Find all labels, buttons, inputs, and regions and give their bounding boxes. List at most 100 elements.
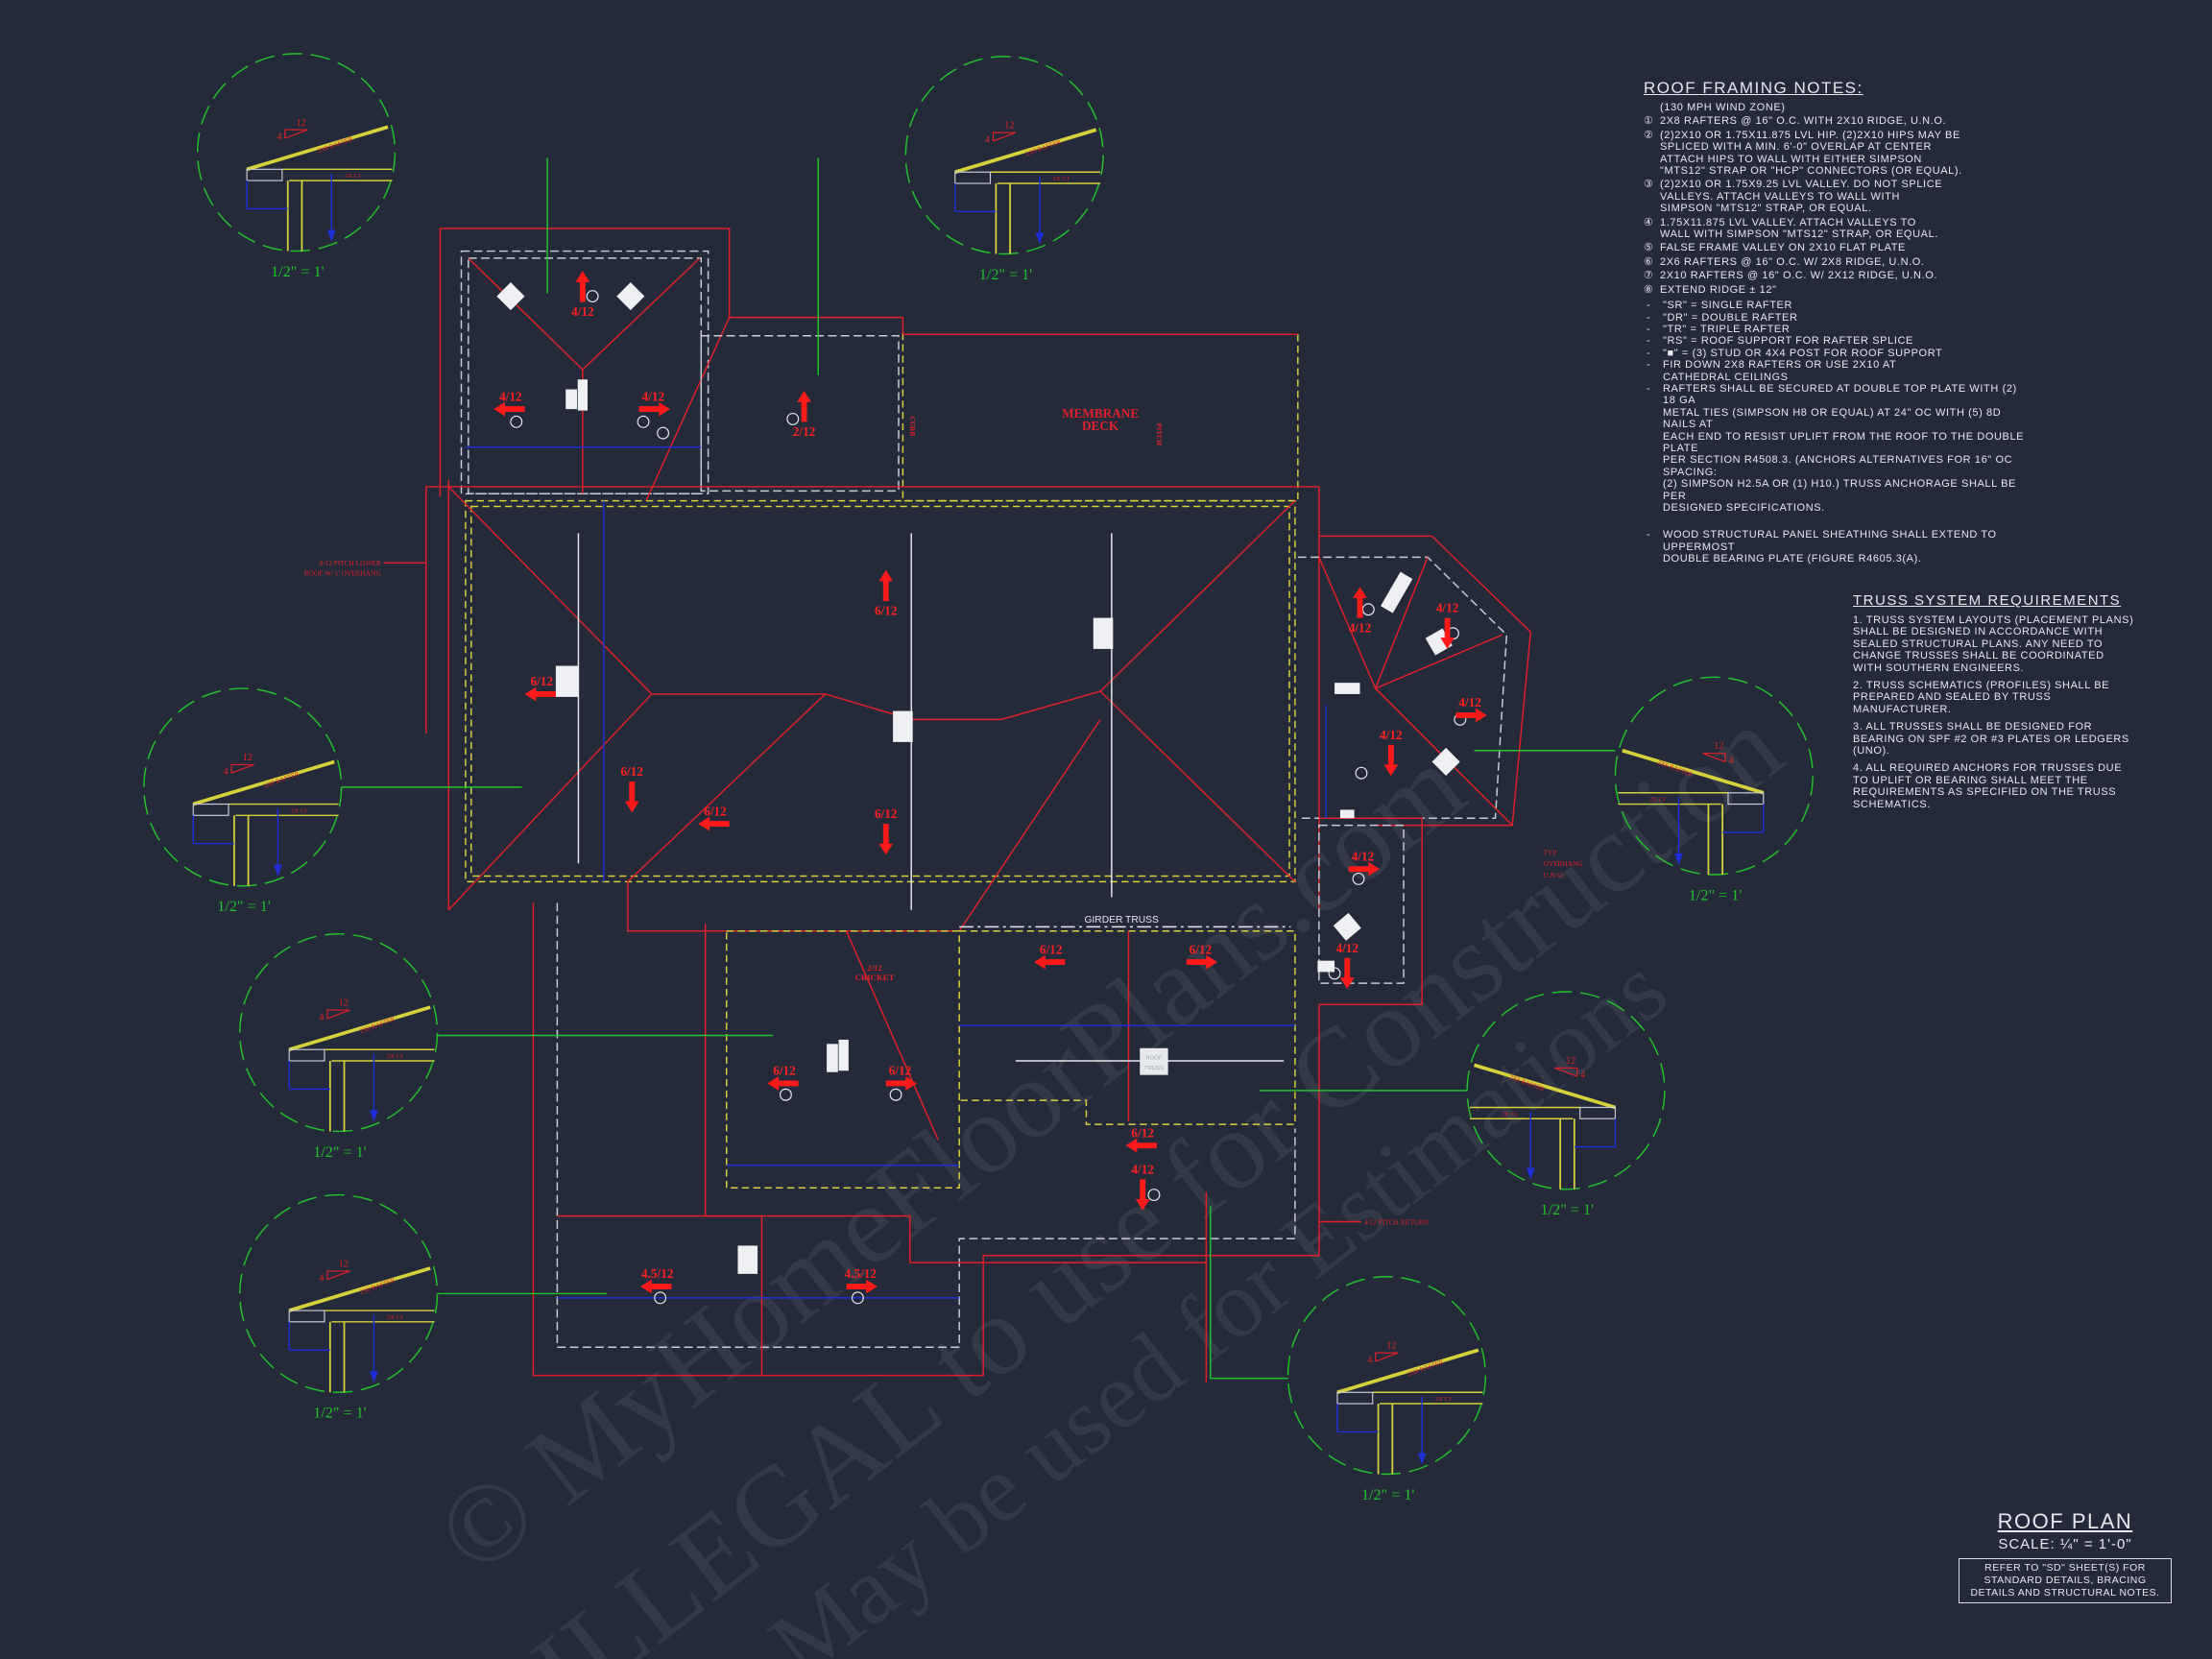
fascia bbox=[954, 171, 992, 184]
title-block: ROOF PLAN SCALE: ¼" = 1'-0" REFER TO "SD… bbox=[1959, 1509, 2172, 1603]
hip-center bbox=[845, 930, 939, 1141]
roof-truss-label: ROOF bbox=[1145, 1056, 1162, 1062]
slope-label: 6/12 bbox=[875, 604, 898, 618]
hips-bay bbox=[1318, 557, 1429, 690]
roof-framing-notes-title: ROOF FRAMING NOTES: bbox=[1644, 79, 1863, 97]
rafter-size-label: 2X8 RAFTER bbox=[263, 771, 301, 790]
rafter-member bbox=[1473, 1063, 1616, 1110]
note-number: ⑧ bbox=[1644, 283, 1654, 296]
rafter-tag bbox=[1381, 571, 1413, 613]
slope-label: 6/12 bbox=[621, 764, 644, 779]
rafter-member bbox=[1622, 748, 1765, 795]
slope-indicator: 4/12 bbox=[1455, 695, 1487, 723]
dimension-arrow-icon bbox=[1417, 1453, 1427, 1465]
roof-edge-upper-wing bbox=[439, 228, 904, 497]
slope-label: 4/12 bbox=[1458, 695, 1481, 709]
note-number: ② bbox=[1644, 129, 1654, 141]
framing-note-6: ⑥2x6 RAFTERS @ 16" O.C. W/ 2x8 RIDGE, U.… bbox=[1644, 256, 2028, 268]
dimension-arrow-icon bbox=[1526, 1167, 1535, 1180]
rafter-tag bbox=[1317, 960, 1335, 973]
slope-arrow-icon bbox=[1383, 744, 1399, 777]
pitch-run-label: 12 bbox=[339, 1260, 349, 1270]
detail-callout-circle bbox=[143, 687, 343, 887]
sheathing-note: -WOOD STRUCTURAL PANEL SHEATHING SHALL E… bbox=[1647, 529, 1997, 565]
slope-indicator: 6/12 bbox=[767, 1064, 799, 1091]
slope-indicator: 6/12 bbox=[875, 806, 898, 855]
note-text: (2)2x10 OR 1.75x11.875 LVL HIP. (2)2x10 … bbox=[1660, 129, 1962, 178]
slope-label: 4.5/12 bbox=[845, 1266, 878, 1281]
pitch-run-label: 12 bbox=[243, 753, 252, 763]
slope-indicator: 4/12 bbox=[571, 271, 594, 319]
pitch-run-label: 12 bbox=[1386, 1341, 1396, 1352]
note-reference-icon bbox=[1355, 766, 1368, 780]
note-number: ⑤ bbox=[1644, 242, 1654, 254]
slope-arrow-icon bbox=[640, 1279, 672, 1294]
slope-label: 6/12 bbox=[773, 1064, 796, 1078]
truss-requirement: 4. ALL REQUIRED ANCHORS FOR TRUSSES DUE … bbox=[1853, 762, 2123, 810]
bullet-text: "SR" = SINGLE RAFTER bbox=[1663, 300, 1793, 312]
pitch-triangle bbox=[1375, 1352, 1399, 1362]
pitch-run-label: 12 bbox=[1566, 1056, 1575, 1067]
fascia bbox=[1579, 1106, 1617, 1119]
framing-note-2: ② (2)2x10 OR 1.75x11.875 LVL HIP. (2)2x10… bbox=[1644, 130, 2028, 178]
pitch-triangle bbox=[326, 1009, 350, 1020]
slope-arrow-icon bbox=[1348, 861, 1381, 877]
detail-callout-circle bbox=[239, 1193, 439, 1394]
slope-arrow-icon bbox=[1339, 957, 1355, 990]
note-number: ③ bbox=[1644, 179, 1654, 191]
detail-scale-label: 1/2" = 1' bbox=[1541, 1202, 1595, 1218]
framing-bullet: -FIR DOWN 2x8 RAFTERS OR USE 2x10 AT CAT… bbox=[1647, 359, 1897, 383]
slope-label: 4/12 bbox=[642, 389, 665, 403]
slope-indicator: 6/12 bbox=[524, 674, 556, 702]
dimension-arrow-icon bbox=[1035, 232, 1045, 245]
pitch-rise-label: 4 bbox=[1728, 756, 1733, 766]
valley-main bbox=[627, 693, 1101, 932]
note-reference-icon bbox=[654, 1291, 667, 1305]
note-reference-icon bbox=[657, 426, 670, 440]
roof-truss-tag bbox=[1140, 1047, 1168, 1075]
note-reference-icon bbox=[586, 290, 599, 303]
rafter-tag bbox=[1093, 617, 1114, 649]
note-reference-icon bbox=[510, 415, 523, 428]
slope-label: 4/12 bbox=[1131, 1163, 1154, 1177]
rafter-tag bbox=[1339, 809, 1355, 819]
roof-framing-notes: ROOF FRAMING NOTES: (130 MPH WIND ZONE) … bbox=[1644, 79, 2028, 567]
framing-bullet: -"DR" = DOUBLE RAFTER bbox=[1647, 311, 1798, 324]
rafter-tag bbox=[616, 282, 645, 311]
slope-arrow-icon bbox=[846, 1279, 878, 1294]
note-reference-icon bbox=[786, 412, 800, 425]
framing-note-1: ①2x8 RAFTERS @ 16" O.C. WITH 2X10 RIDGE,… bbox=[1644, 115, 2028, 127]
detail-callout-circle bbox=[239, 933, 439, 1133]
joist-size-label: 2X CJ bbox=[1502, 1111, 1518, 1118]
framing-note-3: ③(2)2x10 OR 1.75x9.25 LVL VALLEY. DO NOT… bbox=[1644, 179, 2028, 214]
detail-callout-circle bbox=[904, 56, 1104, 255]
rafter-tag bbox=[827, 1044, 838, 1072]
dimension-arrow-icon bbox=[326, 229, 336, 242]
slope-arrow-icon bbox=[638, 401, 670, 417]
detail-scale-label: 1/2" = 1' bbox=[313, 1406, 367, 1422]
roof-edge-main bbox=[425, 486, 1320, 910]
wall-lower bbox=[556, 902, 1296, 1348]
rafter-member bbox=[288, 1266, 431, 1312]
rafter-tag bbox=[737, 1245, 758, 1274]
slope-arrow-icon bbox=[624, 781, 639, 813]
pitch-triangle bbox=[230, 763, 254, 774]
overhang-note: U.N.O. bbox=[1544, 871, 1565, 879]
note-reference-icon bbox=[851, 1291, 864, 1305]
slope-arrow-icon bbox=[1353, 587, 1367, 618]
hip-lines-main bbox=[447, 486, 653, 911]
dimension-arrow-icon bbox=[369, 1371, 378, 1382]
note-text: EXTEND RIDGE ± 12" bbox=[1660, 283, 1777, 296]
slope-arrow-icon bbox=[575, 271, 590, 302]
slope-label: 4/12 bbox=[1436, 601, 1459, 615]
pitch-rise-label: 4 bbox=[1580, 1070, 1585, 1081]
sheet-title: ROOF PLAN bbox=[1997, 1509, 2133, 1533]
sheet-scale: SCALE: ¼" = 1'-0" bbox=[1998, 1536, 2132, 1552]
hip-bay-2 bbox=[1375, 634, 1503, 689]
slope-label: 4/12 bbox=[1380, 728, 1403, 742]
rafter-member bbox=[192, 759, 335, 806]
note-text: 2x8 RAFTERS @ 16" O.C. WITH 2X10 RIDGE, … bbox=[1660, 115, 1947, 128]
slope-indicator: 6/12 bbox=[1186, 942, 1218, 970]
rafter-tag bbox=[555, 665, 579, 697]
